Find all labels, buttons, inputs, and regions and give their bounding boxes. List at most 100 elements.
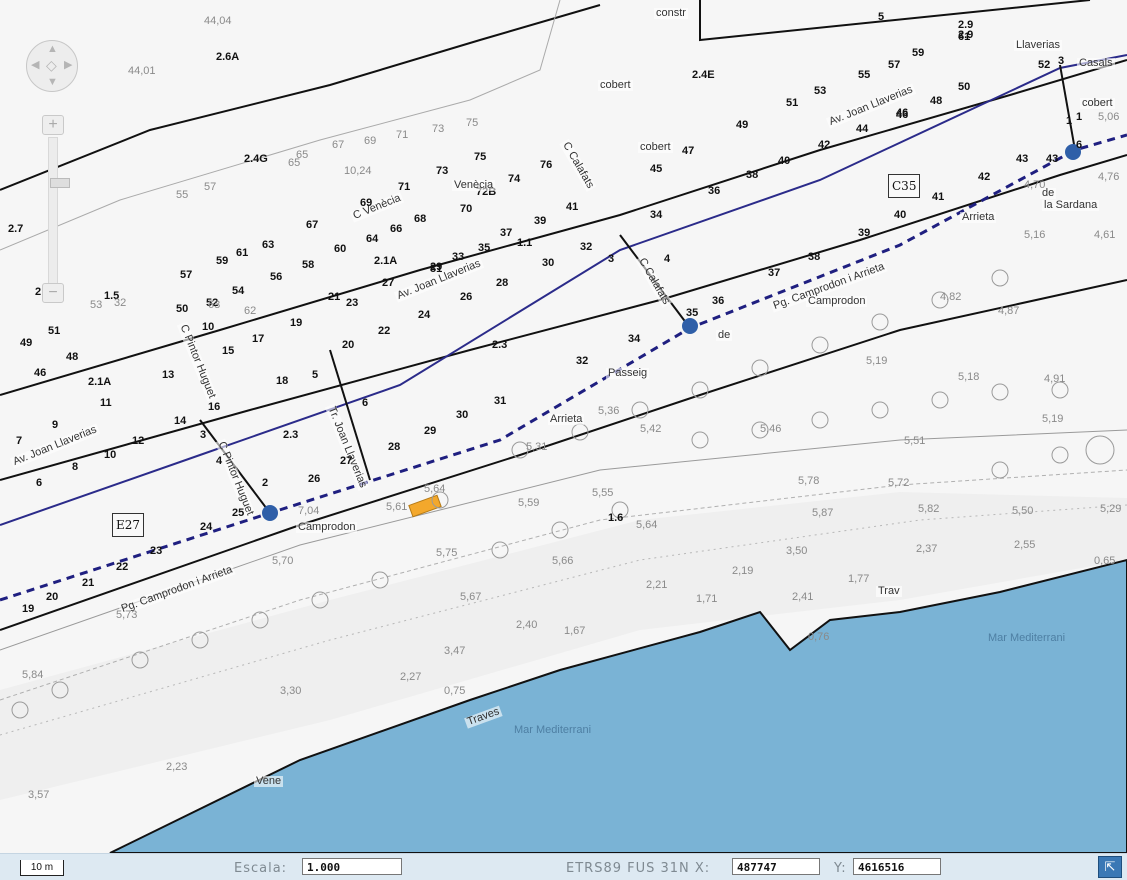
elevation-label: 4,61 bbox=[1094, 229, 1116, 241]
elevation-label: 5,16 bbox=[1024, 229, 1046, 241]
street-label: cobert bbox=[598, 79, 633, 91]
house-number-label: 22 bbox=[116, 561, 129, 573]
elevation-label: 4,70 bbox=[1024, 179, 1046, 191]
house-number-label: 26 bbox=[460, 291, 473, 303]
house-number-label: 4 bbox=[216, 455, 223, 467]
house-number-label: 29 bbox=[424, 425, 437, 437]
route-node-2[interactable] bbox=[682, 318, 698, 334]
house-number-label: 6 bbox=[362, 397, 369, 409]
scale-input[interactable]: 1.000 bbox=[302, 858, 402, 875]
elevation-label: 5,61 bbox=[386, 501, 408, 513]
expand-icon[interactable]: ⇱ bbox=[1098, 856, 1122, 878]
elevation-label: 5,50 bbox=[1012, 505, 1034, 517]
house-number-label: 46 bbox=[896, 109, 909, 121]
house-number-label: 6 bbox=[1076, 139, 1083, 151]
house-number-label: 31 bbox=[430, 263, 443, 275]
elevation-label: 62 bbox=[244, 305, 257, 317]
house-number-label: 2.9 bbox=[958, 29, 974, 41]
parcel-line bbox=[0, 0, 561, 251]
elevation-label: 3,47 bbox=[444, 645, 466, 657]
house-number-label: 51 bbox=[786, 97, 799, 109]
zoom-out-button[interactable]: − bbox=[42, 283, 64, 303]
house-number-label: 12 bbox=[132, 435, 145, 447]
zone-label: 1.5 bbox=[104, 290, 120, 302]
cross-street-tr bbox=[329, 349, 371, 481]
street-label: Arrieta bbox=[548, 413, 585, 425]
elevation-label: 3,50 bbox=[786, 545, 808, 557]
house-number-label: 51 bbox=[48, 325, 61, 337]
coord-x-field[interactable]: 487747 bbox=[732, 858, 820, 875]
house-number-label: 37 bbox=[768, 267, 781, 279]
house-number-label: 37 bbox=[500, 227, 513, 239]
beach-sand bbox=[0, 492, 1127, 800]
house-number-label: 26 bbox=[308, 473, 321, 485]
elevation-label: 2,23 bbox=[166, 761, 188, 773]
elevation-label: 57 bbox=[204, 181, 217, 193]
house-number-label: 32 bbox=[576, 355, 589, 367]
house-number-label: 57 bbox=[888, 59, 901, 71]
house-number-label: 17 bbox=[252, 333, 265, 345]
street-label: Camprodon bbox=[296, 521, 358, 533]
elevation-label: 5,19 bbox=[1042, 413, 1064, 425]
elevation-label: 67 bbox=[332, 139, 345, 151]
house-number-label: 30 bbox=[542, 257, 555, 269]
house-number-label: 54 bbox=[232, 285, 245, 297]
route-node-1[interactable] bbox=[262, 505, 278, 521]
road-edge-3 bbox=[0, 279, 1127, 631]
elevation-label: 5,66 bbox=[552, 555, 574, 567]
elevation-label: 5,42 bbox=[640, 423, 662, 435]
cross-street-east bbox=[1059, 64, 1076, 151]
zoom-in-button[interactable]: + bbox=[42, 115, 64, 135]
street-label: de bbox=[716, 329, 733, 341]
elevation-label: 5,84 bbox=[22, 669, 44, 681]
elevation-label: 1,71 bbox=[696, 593, 718, 605]
pan-center-icon: ◇ bbox=[46, 57, 57, 73]
house-number-label: 32 bbox=[580, 241, 593, 253]
house-number-label: 34 bbox=[650, 209, 663, 221]
house-number-label: 66 bbox=[390, 223, 403, 235]
pan-down-icon[interactable]: ▼ bbox=[47, 76, 58, 88]
house-number-label: 40 bbox=[778, 155, 791, 167]
route-node-3[interactable] bbox=[1065, 144, 1081, 160]
pan-control[interactable]: ▲ ▼ ◀ ▶ ◇ bbox=[26, 40, 78, 92]
elevation-label: 5,46 bbox=[760, 423, 782, 435]
house-number-label: 4 bbox=[664, 253, 671, 265]
street-label: de bbox=[1040, 187, 1057, 199]
house-number-label: 5 bbox=[312, 369, 319, 381]
house-number-label: 50 bbox=[176, 303, 189, 315]
map-canvas[interactable]: 2.6A 2.4E 2.4G 2.7 2.9 2.1A 2.1A 2.3 2.3… bbox=[0, 0, 1127, 853]
elevation-label: 5,51 bbox=[904, 435, 926, 447]
zoom-slider-track[interactable] bbox=[48, 137, 70, 284]
pan-right-icon[interactable]: ▶ bbox=[64, 59, 73, 71]
house-number-label: 30 bbox=[456, 409, 469, 421]
house-number-label: 50 bbox=[958, 81, 971, 93]
house-number-label: 39 bbox=[858, 227, 871, 239]
house-number-label: 52 bbox=[1038, 59, 1051, 71]
house-number-label: 24 bbox=[418, 309, 431, 321]
street-label: cobert bbox=[638, 141, 673, 153]
zone-label: 2.4E bbox=[692, 69, 715, 81]
house-number-label: 19 bbox=[22, 603, 35, 615]
elevation-label: 32 bbox=[114, 297, 127, 309]
house-number-label: 29 bbox=[430, 261, 443, 273]
house-number-label: 68 bbox=[414, 213, 427, 225]
coord-y-field[interactable]: 4616516 bbox=[853, 858, 941, 875]
house-number-label: 8 bbox=[72, 461, 79, 473]
pan-left-icon[interactable]: ◀ bbox=[31, 59, 40, 71]
house-number-label: 27 bbox=[382, 277, 395, 289]
house-number-label: 28 bbox=[496, 277, 509, 289]
house-number-label: 57 bbox=[180, 269, 193, 281]
zoom-control[interactable]: + − bbox=[42, 115, 70, 305]
house-number-label: 43 bbox=[1046, 153, 1059, 165]
street-label: Vene bbox=[254, 775, 284, 787]
house-number-label: 55 bbox=[858, 69, 871, 81]
highlighted-parcel[interactable] bbox=[408, 494, 442, 518]
pan-up-icon[interactable]: ▲ bbox=[47, 43, 58, 55]
elevation-label: 5,18 bbox=[958, 371, 980, 383]
house-number-label: 43 bbox=[1016, 153, 1029, 165]
elevation-label: 5,29 bbox=[1100, 503, 1122, 515]
house-number-label: 19 bbox=[290, 317, 303, 329]
elevation-label: 0,65 bbox=[1094, 555, 1116, 567]
zoom-slider-handle[interactable] bbox=[50, 178, 70, 188]
map-geometry bbox=[0, 0, 1127, 853]
